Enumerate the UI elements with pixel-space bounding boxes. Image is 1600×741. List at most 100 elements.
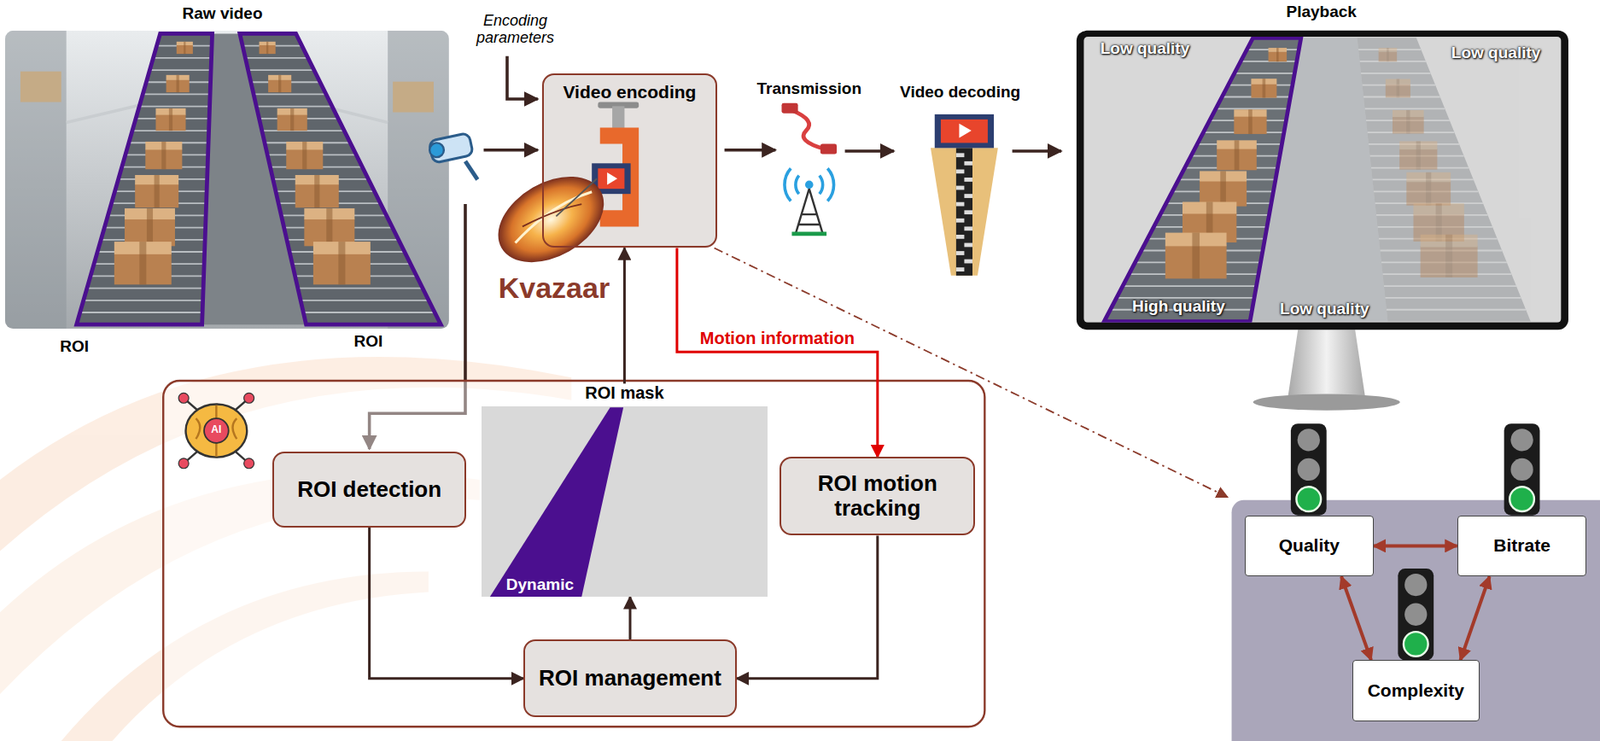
cargo-box (259, 41, 276, 54)
node-text: ROI motion tracking (788, 471, 967, 523)
conveyor (248, 69, 315, 71)
cable-icon (781, 103, 837, 155)
cargo-box (146, 208, 153, 246)
metric-box: Bitrate (1457, 515, 1588, 578)
traffic-light (1509, 486, 1535, 512)
node-text: ROI detection (297, 477, 442, 503)
decoder-zipper-icon (956, 169, 965, 174)
node-text: Bitrate (1493, 535, 1551, 556)
conveyor (1357, 37, 1531, 322)
cargo-box (155, 108, 186, 131)
raw-video-frame (5, 30, 450, 329)
conveyor-belts (76, 33, 442, 325)
clamp-icon (612, 105, 625, 129)
monitor (1076, 30, 1569, 330)
raw-video-frame (5, 30, 67, 329)
conveyor (245, 57, 308, 59)
section-title: Raw video (182, 4, 263, 24)
cargo-box (1276, 47, 1279, 62)
conveyor (1215, 107, 1289, 110)
conveyor (256, 105, 333, 108)
connector (1460, 576, 1490, 660)
antenna-tower-icon (827, 168, 834, 201)
ai-brain-icon (244, 458, 255, 469)
conveyor (83, 299, 204, 302)
cargo-box (176, 75, 180, 93)
cargo-box (124, 208, 176, 246)
decoder-zipper-icon (956, 152, 973, 272)
decoder-zipper-icon (930, 147, 999, 275)
kvazaar-logo (522, 204, 582, 227)
cargo-box (134, 175, 179, 208)
cargo-box (1378, 47, 1398, 62)
decoder-zipper-icon (956, 267, 965, 272)
cargo-box (1425, 172, 1431, 206)
cargo-box (268, 75, 292, 93)
cargo-box (1396, 79, 1400, 99)
kvazaar-logo (555, 178, 597, 217)
traffic-light (1296, 486, 1321, 512)
metric-box: Complexity (1352, 659, 1480, 722)
conveyor (76, 33, 213, 325)
connector (623, 247, 626, 384)
ai-module-frame (163, 380, 985, 727)
conveyor (1357, 37, 1531, 322)
cargo-box (1420, 234, 1478, 278)
traffic-light (1504, 423, 1541, 516)
node-text: Quality (1278, 535, 1340, 556)
roi-region (490, 407, 625, 597)
decoder-zipper-icon (963, 226, 973, 231)
cargo-box (183, 41, 186, 54)
conveyor (1386, 309, 1526, 311)
traffic-light (1403, 631, 1429, 657)
traffic-light (1397, 568, 1434, 661)
connector (1373, 543, 1458, 548)
traffic-light (1290, 423, 1327, 516)
traffic-light (1290, 423, 1327, 516)
cargo-box (1445, 234, 1453, 278)
quality-label: Low quality (1100, 39, 1191, 59)
decoder-zipper-icon (963, 210, 973, 215)
conveyor (1234, 72, 1296, 75)
cargo-box (1191, 233, 1200, 280)
cargo-box (1220, 170, 1227, 206)
cargo-box (313, 241, 371, 285)
monitor (1103, 37, 1531, 322)
decoder-zipper-icon (956, 152, 965, 158)
conveyor (1103, 37, 1302, 322)
cargo-box (154, 175, 160, 208)
quality-label: Low quality (1279, 299, 1370, 319)
traffic-light (1510, 458, 1533, 481)
traffic-light (1404, 603, 1427, 626)
edge-label: Motion information (697, 328, 858, 349)
encoder-box: Video encoding (542, 73, 719, 248)
raw-video-frame (5, 30, 450, 329)
conveyor (300, 299, 429, 302)
ai-brain-icon (195, 405, 237, 457)
cargo-box (176, 41, 193, 54)
mask-area: Dynamic (481, 406, 768, 598)
decoder-zipper-icon (963, 259, 973, 264)
raw-video-frame (20, 71, 62, 103)
decoder-zipper-icon (956, 147, 973, 275)
logo-text: Kvazaar (498, 272, 610, 306)
monitor (1287, 329, 1366, 398)
conveyor (1384, 297, 1521, 299)
decoder-zipper-icon (963, 177, 973, 182)
cargo-box (161, 141, 166, 170)
conveyor (149, 69, 211, 71)
decoder-zipper-icon (956, 202, 965, 207)
roi-mask-panel: ROI maskDynamic (481, 383, 768, 597)
roi-outline (239, 33, 441, 325)
decoder-zipper-icon (956, 251, 965, 256)
antenna-tower-icon (795, 175, 800, 195)
cable-icon (791, 110, 824, 149)
connector (629, 596, 632, 640)
flow-arrows (507, 56, 538, 100)
stage-label: Video decoding (899, 82, 1021, 102)
cargo-box (114, 241, 172, 285)
ai-brain-icon (186, 403, 248, 457)
cargo-box (290, 108, 294, 131)
cargo-box (302, 141, 307, 170)
traffic-light (1297, 458, 1320, 481)
